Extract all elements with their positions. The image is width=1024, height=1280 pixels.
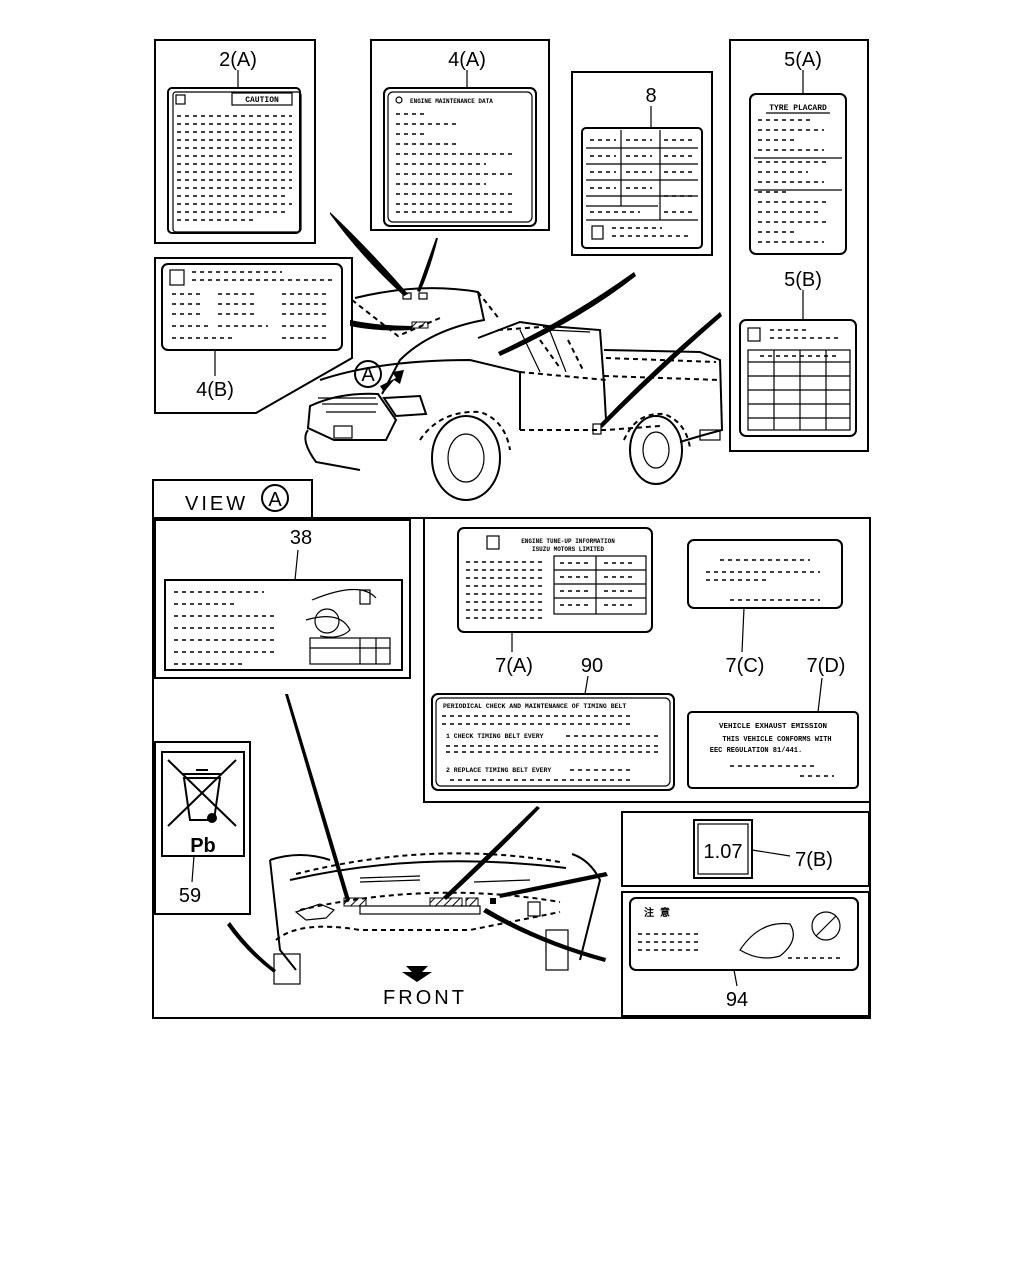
crossed-bin-icon	[167, 759, 237, 827]
callout-7d: 7(D)	[807, 655, 846, 677]
panel-4a: 4(A) ENGINE MAINTENANCE DATA	[370, 39, 550, 231]
engine-maintenance-text: ENGINE MAINTENANCE DATA	[410, 98, 493, 105]
leader-lines-top	[330, 212, 722, 428]
caution-text: CAUTION	[245, 96, 279, 105]
callout-4b: 4(B)	[196, 379, 234, 401]
timing-belt-check: 1 CHECK TIMING BELT EVERY	[446, 733, 544, 740]
version-number: 1.07	[704, 841, 743, 863]
callout-90: 90	[581, 655, 603, 677]
tyre-placard-text: TYRE PLACARD	[769, 104, 827, 113]
callout-5b: 5(B)	[784, 269, 822, 291]
callout-94: 94	[726, 989, 748, 1011]
callout-7a: 7(A)	[495, 655, 533, 677]
panel-59: Pb 59	[154, 741, 251, 915]
callout-7b: 7(B)	[795, 849, 833, 871]
panel-94: 注 意 94	[621, 891, 870, 1017]
timing-belt-replace: 2 REPLACE TIMING BELT EVERY	[446, 767, 551, 774]
callout-4a: 4(A)	[448, 49, 486, 71]
panel-5: 5(A) TYRE PLACARD 5(B)	[729, 39, 869, 452]
callout-59: 59	[179, 885, 201, 907]
panel-2a: 2(A) CAUTION	[154, 39, 316, 244]
panel-7b: 1.07 7(B)	[621, 811, 870, 887]
isuzu-logo-icon-5b	[747, 327, 761, 342]
caution-text-lines	[177, 115, 292, 221]
pb-label: Pb	[190, 835, 216, 857]
isuzu-logo-icon	[591, 225, 604, 240]
engine-tuneup-line-2: ISUZU MOTORS LIMITED	[532, 546, 604, 553]
callout-5a: 5(A)	[784, 49, 822, 71]
japanese-caution-label: 注 意	[644, 906, 670, 920]
callout-38: 38	[290, 527, 312, 549]
isuzu-logo-icon-4b	[169, 269, 185, 286]
arrow-icon	[380, 370, 404, 392]
truck-illustration: A	[304, 287, 724, 501]
view-title: VIEW	[185, 493, 248, 515]
panel-8: 8	[571, 71, 713, 256]
front-label: FRONT	[383, 987, 467, 1009]
no-touch-icon	[811, 911, 841, 941]
callout-a-marker: A	[361, 364, 375, 386]
callout-8: 8	[645, 85, 656, 107]
isuzu-logo-icon-7a	[486, 535, 500, 550]
emission-line-3: EEC REGULATION 81/441.	[710, 747, 802, 755]
panel-7-90: ENGINE TUNE-UP INFORMATION ISUZU MOTORS …	[423, 517, 871, 803]
callout-2a: 2(A)	[219, 49, 257, 71]
callout-7c: 7(C)	[726, 655, 765, 677]
front-arrow-icon	[402, 966, 432, 982]
warning-icon	[175, 94, 186, 105]
engine-tuneup-line-1: ENGINE TUNE-UP INFORMATION	[521, 538, 615, 545]
emission-line-1: VEHICLE EXHAUST EMISSION	[719, 723, 827, 731]
emission-line-2: THIS VEHICLE CONFORMS WITH	[722, 736, 831, 744]
panel-4b: 4(B)	[154, 257, 353, 414]
engine-icon	[395, 96, 403, 104]
view-title-letter: A	[268, 489, 282, 511]
panel-38: 38	[154, 519, 411, 679]
engine-bay-illustration: FRONT	[227, 694, 608, 1009]
view-a-marker	[354, 360, 382, 388]
timing-belt-title: PERIODICAL CHECK AND MAINTENANCE OF TIMI…	[443, 703, 626, 710]
